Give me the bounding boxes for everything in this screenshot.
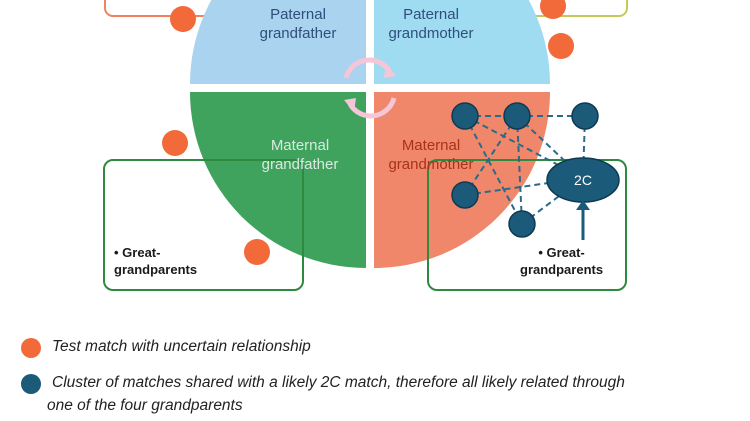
legend-blue-text-line1: Cluster of matches shared with a likely … (52, 374, 625, 391)
test-match-dot (162, 130, 188, 156)
cluster-hub-label: 2C (574, 172, 592, 188)
label-paternal-grandfather: Paternal grandfather (259, 6, 337, 42)
legend-blue-text-line2: one of the four grandparents (47, 397, 243, 414)
test-match-dot (548, 33, 574, 59)
cluster-node (503, 102, 531, 130)
legend-orange-dot (21, 338, 41, 358)
quadrant-maternal-grandmother (374, 92, 550, 268)
cycle-arrows-icon (343, 57, 397, 119)
legend-orange-text: Test match with uncertain relationship (52, 338, 311, 355)
bottom-right-box (427, 159, 627, 291)
quadrant-maternal-grandfather (190, 92, 366, 268)
quadrant-paternal-grandmother (374, 0, 550, 84)
test-match-dot (170, 6, 196, 32)
cluster-node (508, 210, 536, 238)
hub-arrow (576, 200, 590, 240)
quadrant-paternal-grandfather (190, 0, 366, 84)
test-match-dot (540, 0, 566, 19)
cluster-node (451, 181, 479, 209)
label-paternal-grandmother: Paternal grandmother (388, 6, 474, 42)
test-match-dot (244, 239, 270, 265)
cluster-node (571, 102, 599, 130)
right-box-label: • Great- grandparents (520, 245, 604, 277)
cluster-node (451, 102, 479, 130)
legend-blue-dot (21, 374, 41, 394)
label-maternal-grandmother: Maternal grandmother (388, 137, 474, 173)
left-box-label: • Great- grandparents (114, 245, 198, 277)
label-maternal-grandfather: Maternal grandfather (261, 137, 339, 173)
bottom-left-box (103, 159, 304, 291)
